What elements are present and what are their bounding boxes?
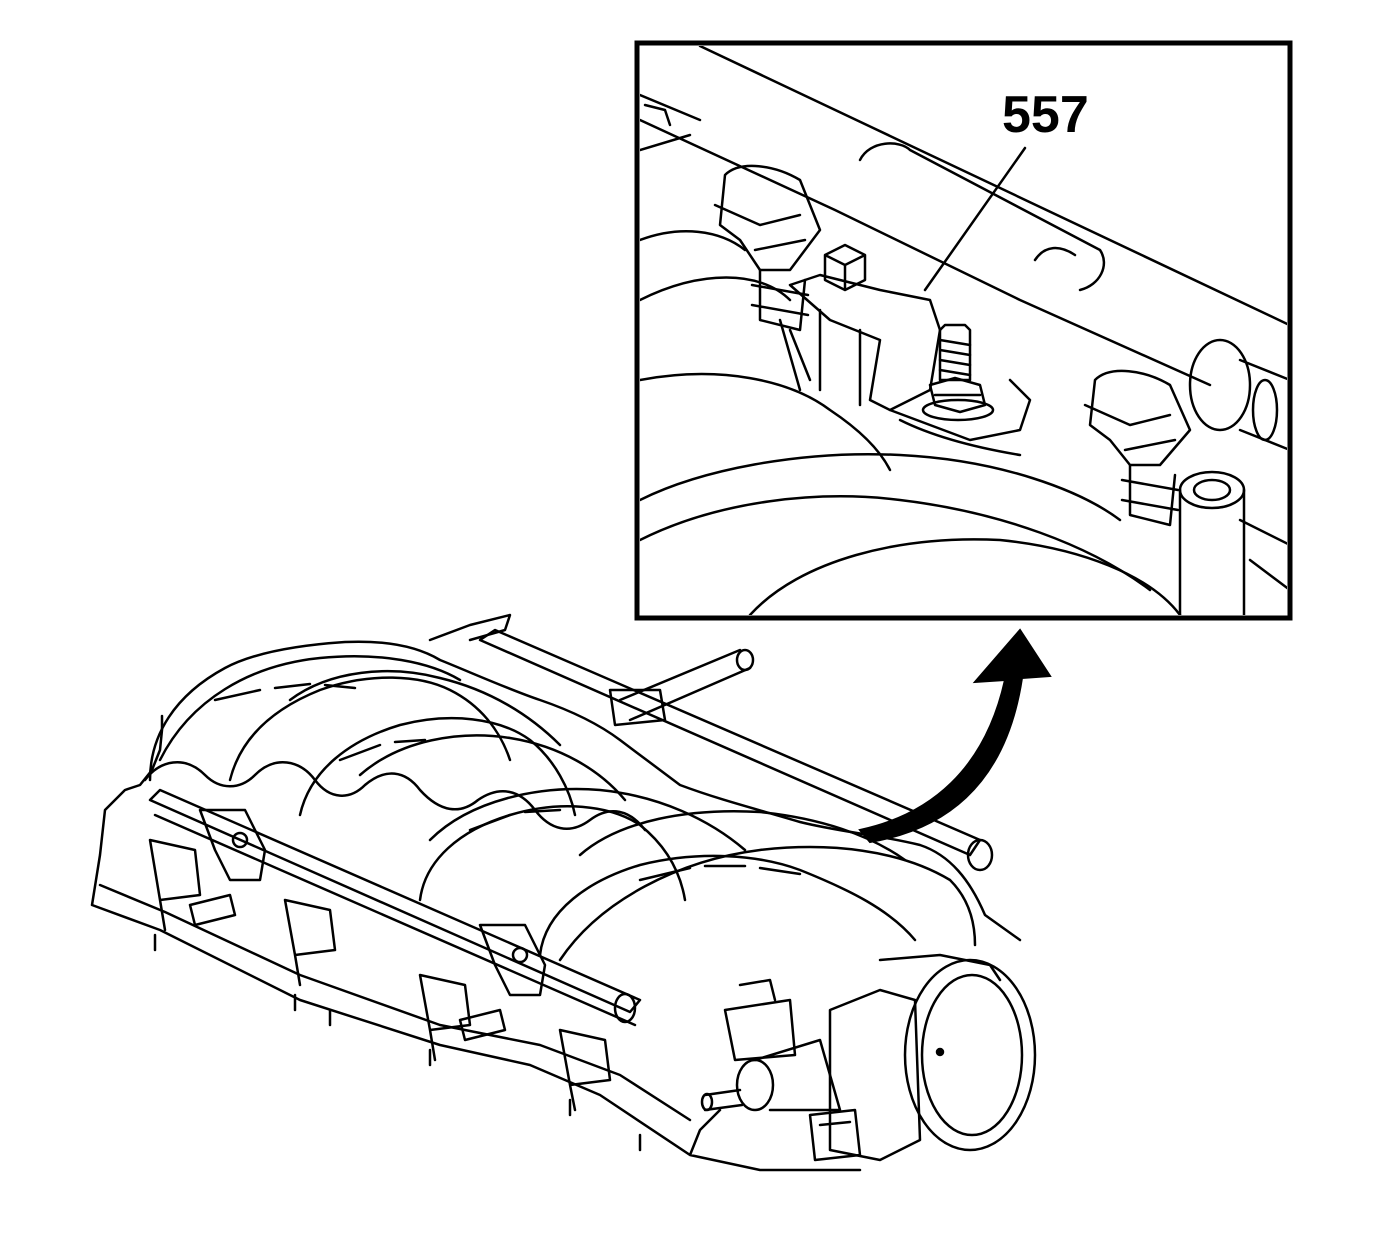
inset-fuel-rail-sleeve-inner xyxy=(1033,246,1077,262)
manifold-ridge-2 xyxy=(288,670,562,747)
detail-inset: 557 xyxy=(634,40,1293,621)
base-clip-2 xyxy=(458,1008,507,1042)
inset-rail-end-coupler-ring xyxy=(1251,378,1279,442)
inset-right-post-body xyxy=(1178,488,1246,615)
injector-front-4 xyxy=(558,1028,612,1112)
inset-bracket-leg xyxy=(818,308,862,407)
inset-small-bracket-left xyxy=(640,103,692,152)
inset-left-nut xyxy=(823,243,867,292)
fuel-rail-bracket-front-1 xyxy=(198,808,267,882)
manifold-ridge-1 xyxy=(158,655,462,762)
inset-injector-right-clip xyxy=(1083,403,1177,452)
map-sensor xyxy=(723,978,797,1062)
inset-runner-curve-4 xyxy=(640,495,1152,592)
inset-rail-end-fitting xyxy=(1188,338,1252,432)
manifold-base-plate xyxy=(90,714,862,1172)
fuel-rail-bracket-front-2 xyxy=(478,923,547,997)
manifold-runner-2 xyxy=(298,716,577,817)
manifold-runner-4 xyxy=(538,854,917,957)
throttle-connector xyxy=(808,1108,862,1162)
actuator-motor-end xyxy=(735,1058,775,1112)
inset-stud-threads xyxy=(938,338,972,377)
detail-arrow xyxy=(858,628,1052,844)
inset-artwork xyxy=(640,46,1287,615)
manifold-surface-line-3 xyxy=(468,808,562,832)
vacuum-nipple xyxy=(703,1088,744,1112)
base-studs xyxy=(153,933,642,1152)
inset-fuel-rail-upper-edge xyxy=(640,93,702,122)
inset-runner-curve-3 xyxy=(640,452,1122,522)
front-injectors xyxy=(148,838,612,1112)
manifold-runner-3 xyxy=(418,805,687,902)
fuel-rail-front-end xyxy=(613,992,637,1024)
inset-stud-washer xyxy=(921,398,995,422)
inset-bracket-foot xyxy=(888,378,1032,442)
fuel-rail-front xyxy=(148,788,642,1014)
manifold-surface-line-4 xyxy=(638,864,802,882)
inset-right-post-bore xyxy=(1192,478,1232,502)
fuel-rail-front-bottom xyxy=(153,813,637,1027)
throttle-plate-pin xyxy=(935,1047,945,1057)
inset-frame xyxy=(634,40,1293,621)
inset-stud xyxy=(938,323,972,382)
inset-injector-left-clip xyxy=(713,203,807,252)
manifold-runner-5 xyxy=(558,845,977,962)
inset-fuel-rail-bottom xyxy=(640,118,1212,387)
inset-injector-right-ring xyxy=(1120,478,1180,512)
bracket-bolt-front-2 xyxy=(511,946,529,964)
callout-leader-557 xyxy=(923,146,1027,292)
manifold-surface-line-2 xyxy=(338,738,427,762)
injector-front-1 xyxy=(148,838,202,932)
throttle-body xyxy=(828,953,1037,1162)
callout-label-557: 557 xyxy=(1002,86,1089,144)
throttle-body-bore-outer xyxy=(903,958,1037,1152)
inset-base-line xyxy=(1238,518,1287,590)
bracket-bolt-front-1 xyxy=(231,831,249,849)
manifold-ridge-4 xyxy=(428,787,747,852)
actuator-motor-body xyxy=(753,1038,842,1112)
inset-injector-right-nozzle xyxy=(1128,463,1177,527)
manifold-runner-1 xyxy=(228,676,512,782)
throttle-actuator xyxy=(700,1038,842,1112)
intake-manifold-illustration xyxy=(90,613,1037,1172)
inset-runner-curve-5 xyxy=(748,538,1182,615)
fuel-rail-rear-bracket xyxy=(428,613,512,642)
fuel-rail-rear-end xyxy=(966,838,994,872)
inset-runner-curve-6 xyxy=(640,230,747,252)
inset-injector-left-nozzle xyxy=(758,268,807,332)
inset-stud-nut xyxy=(928,376,987,414)
inset-runner-inner-edge xyxy=(778,318,812,392)
manifold-ridge-3 xyxy=(358,734,627,802)
base-clip-1 xyxy=(188,893,237,927)
inset-runner-lower-line xyxy=(898,418,1022,457)
vacuum-nipple-end xyxy=(700,1092,714,1112)
injector-front-2 xyxy=(283,898,337,987)
throttle-body-housing xyxy=(828,953,1002,1162)
manifold-base-rim xyxy=(98,883,692,1122)
throttle-body-bore-inner xyxy=(920,973,1024,1137)
fuel-feed-line xyxy=(618,648,752,722)
inset-fuel-rail-top xyxy=(698,46,1287,326)
inset-runner-curve-2 xyxy=(640,372,892,472)
inset-runner-curve-1 xyxy=(640,276,792,302)
manifold-surface-line-1 xyxy=(213,682,357,702)
fuel-feed-line-end xyxy=(735,648,755,672)
manifold-scallop-edge xyxy=(143,761,647,832)
injector-front-3 xyxy=(418,973,472,1062)
fuel-feed-fitting xyxy=(608,688,667,727)
inset-fuel-rail-sleeve xyxy=(858,142,1106,292)
